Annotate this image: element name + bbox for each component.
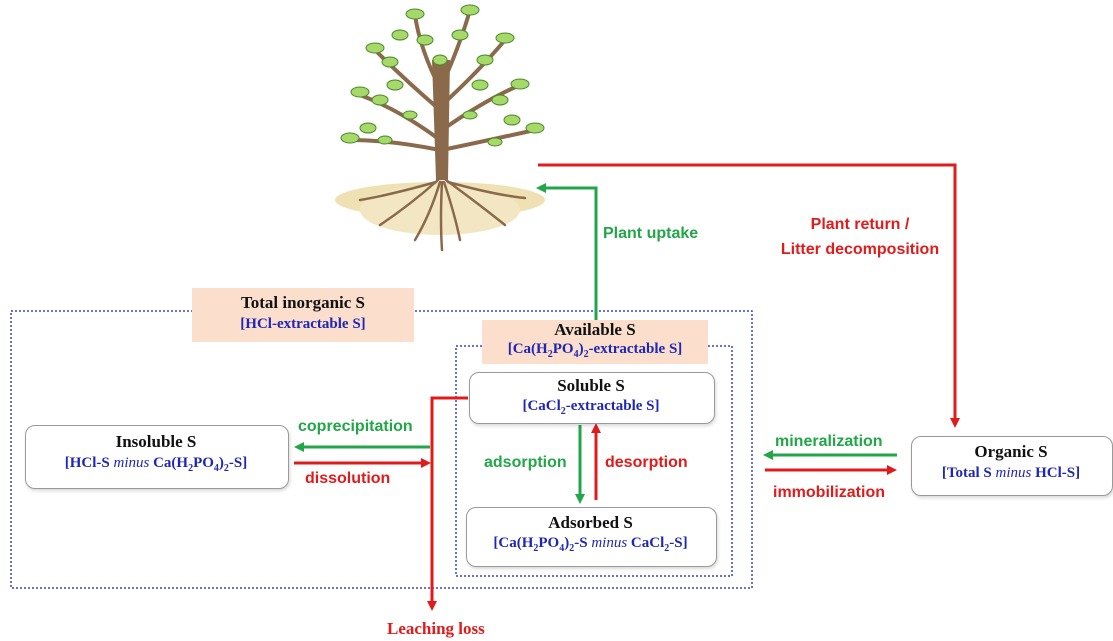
total-inorganic-label-bg [192,288,414,342]
available-label: Available S [Ca(H2PO4)2-extractable S] [482,320,708,360]
soluble-s-title: Soluble S [557,376,625,395]
plant-return-label: Plant return / Litter decomposition [765,212,955,262]
plant-uptake-arrow [536,183,598,320]
organic-s-method: [Total S minus HCl-S] [941,465,1081,481]
total-inorganic-label: Total inorganic S [HCl-extractable S] [192,293,414,333]
soluble-s-method: [CaCl2-extractable S] [522,398,660,417]
plant-return-line2: Litter decomposition [780,241,940,258]
mineralization-label: mineralization [775,433,883,450]
desorption-label: desorption [605,454,688,471]
plant-return-line1: Plant return / [810,216,910,233]
insoluble-s-box [25,425,289,489]
available-label-bg [482,320,708,364]
tree-illustration [335,4,545,252]
organic-s-label: Organic S [Total S minus HCl-S] [911,442,1111,482]
adsorbed-s-method: [Ca(H2PO4)2-S minus CaCl2-S] [493,535,688,554]
total-inorganic-border [10,310,753,589]
organic-s-title: Organic S [974,442,1048,461]
leaching-loss-label: Leaching loss [387,619,485,638]
organic-s-box [911,436,1113,496]
soluble-s-box [469,372,715,424]
adsorbed-s-label: Adsorbed S [Ca(H2PO4)2-S minus CaCl2-S] [466,513,715,554]
insoluble-s-method: [HCl-S minus Ca(H2PO4)2-S] [64,455,248,474]
dissolution-label: dissolution [305,470,391,487]
plant-return-arrow [538,163,960,428]
immobilization-label: immobilization [773,484,885,501]
insoluble-s-title: Insoluble S [115,432,197,451]
insoluble-s-label: Insoluble S [HCl-S minus Ca(H2PO4)2-S] [25,432,287,474]
available-title: Available S [554,320,636,339]
coprecipitation-label: coprecipitation [298,418,413,435]
leaching-arrow [427,396,468,611]
adsorption-label: adsorption [484,454,567,471]
total-inorganic-title: Total inorganic S [240,293,366,312]
available-method: [Ca(H2PO4)2-extractable S] [507,341,683,360]
soluble-s-label: Soluble S [CaCl2-extractable S] [469,376,713,417]
adsorbed-s-title: Adsorbed S [548,513,633,532]
plant-uptake-label: Plant uptake [603,225,699,242]
adsorbed-s-box [466,507,717,567]
total-inorganic-method: [HCl-extractable S] [240,316,366,332]
